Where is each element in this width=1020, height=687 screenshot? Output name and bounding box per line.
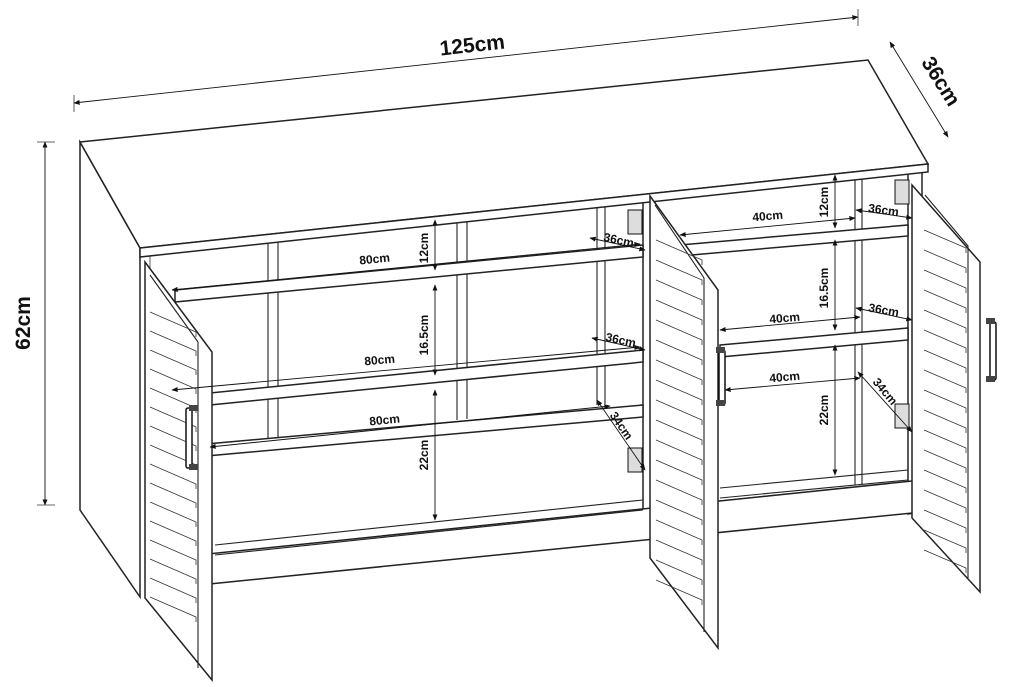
bottom-plinth bbox=[149, 479, 923, 591]
left-door bbox=[144, 259, 213, 683]
louver-slat bbox=[655, 279, 703, 305]
left-depth-middle-label: 36cm bbox=[604, 330, 637, 350]
louver-slat bbox=[923, 309, 967, 333]
left-height-bottom-label: 22cm bbox=[417, 440, 431, 471]
louver-slat bbox=[149, 406, 197, 432]
louver-slat bbox=[655, 319, 703, 345]
left-height-middle-label: 16.5cm bbox=[417, 315, 431, 356]
louver-slat bbox=[923, 489, 967, 513]
louver-slat bbox=[923, 529, 967, 553]
louver-slat bbox=[923, 449, 967, 473]
louver-slat bbox=[655, 579, 703, 605]
right-door bbox=[911, 183, 997, 594]
left-shelf-middle bbox=[189, 349, 644, 408]
right-shelf-middle bbox=[719, 327, 909, 358]
louver-slat bbox=[149, 425, 197, 451]
top-slab-front-edge bbox=[139, 163, 929, 258]
center-left-door bbox=[649, 193, 719, 651]
right-shelf-top bbox=[679, 224, 909, 257]
louver-slat bbox=[923, 269, 967, 293]
louver-slat bbox=[923, 249, 967, 273]
louver-slat bbox=[655, 439, 703, 465]
louver-slat bbox=[149, 596, 197, 622]
louver-slat bbox=[655, 519, 703, 545]
right-shelf-width-top-label: 40cm bbox=[752, 208, 784, 225]
right-shelf-width-middle-label: 40cm bbox=[769, 310, 801, 327]
louver-slat bbox=[655, 359, 703, 385]
left-shelf-top bbox=[174, 244, 644, 303]
louver-slat bbox=[923, 549, 967, 573]
right-depth-middle-label: 36cm bbox=[867, 301, 900, 320]
left-door-handle-icon bbox=[185, 405, 198, 470]
louver-slat bbox=[655, 559, 703, 585]
louver-slat bbox=[655, 299, 703, 325]
louver-slat bbox=[655, 539, 703, 565]
louver-slat bbox=[923, 349, 967, 373]
left-shelf-width-top-label: 80cm bbox=[359, 251, 391, 268]
louver-slat bbox=[149, 463, 197, 489]
right-door-louvers bbox=[923, 229, 967, 573]
louver-slat bbox=[149, 558, 197, 584]
left-shelf-width-middle-label: 80cm bbox=[364, 352, 396, 369]
louver-slat bbox=[923, 509, 967, 533]
left-shelf-width-bottom-label: 80cm bbox=[369, 412, 401, 429]
louver-slat bbox=[923, 229, 967, 253]
right-height-middle-label: 16.5cm bbox=[817, 268, 831, 309]
hinge-icon bbox=[627, 209, 643, 235]
louver-slat bbox=[655, 259, 703, 285]
overall-width-label: 125cm bbox=[439, 31, 507, 61]
right-partition bbox=[854, 171, 863, 485]
overall-depth-label: 36cm bbox=[917, 53, 965, 111]
right-depth-top-label: 36cm bbox=[867, 201, 899, 219]
right-height-top-label: 12cm bbox=[817, 187, 831, 218]
louver-slat bbox=[923, 329, 967, 353]
louver-slat bbox=[655, 239, 703, 265]
louver-slat bbox=[655, 399, 703, 425]
louver-slat bbox=[149, 482, 197, 508]
center-door-louvers bbox=[655, 239, 703, 605]
overall-height-dimension: 62cm bbox=[12, 141, 55, 506]
louver-slat bbox=[923, 389, 967, 413]
louver-slat bbox=[923, 429, 967, 453]
right-door-handle-icon bbox=[986, 318, 997, 382]
louver-slat bbox=[923, 469, 967, 493]
partition-left-2 bbox=[456, 215, 468, 420]
left-depth-top-label: 36cm bbox=[602, 230, 635, 250]
louver-slat bbox=[923, 289, 967, 313]
partition-left-1 bbox=[267, 237, 279, 442]
louver-slat bbox=[149, 501, 197, 527]
right-depth-bottom-label: 34cm bbox=[870, 375, 900, 408]
right-section-dimensions: 40cm 40cm 40cm 12cm 16.5cm 22cm 36cm 36c… bbox=[679, 174, 913, 476]
louver-slat bbox=[923, 369, 967, 393]
left-section-dimensions: 80cm 80cm 80cm 12cm 16.5cm 22cm 36cm 36c… bbox=[171, 219, 646, 521]
louver-slat bbox=[655, 339, 703, 365]
right-shelf-width-bottom-label: 40cm bbox=[769, 369, 801, 386]
hinge-icon bbox=[627, 447, 643, 473]
right-height-bottom-label: 22cm bbox=[817, 395, 831, 426]
hinge-icon bbox=[894, 179, 910, 205]
louver-slat bbox=[149, 520, 197, 546]
louver-slat bbox=[923, 409, 967, 433]
louver-slat bbox=[149, 539, 197, 565]
louver-slat bbox=[655, 459, 703, 485]
louver-slat bbox=[655, 499, 703, 525]
overall-height-label: 62cm bbox=[12, 296, 35, 350]
partition-left-3 bbox=[596, 199, 606, 405]
louver-slat bbox=[149, 577, 197, 603]
louver-slat bbox=[655, 479, 703, 505]
louver-slat bbox=[149, 311, 197, 337]
louver-slat bbox=[655, 419, 703, 445]
louver-slat bbox=[655, 379, 703, 405]
left-height-top-label: 12cm bbox=[417, 233, 431, 264]
